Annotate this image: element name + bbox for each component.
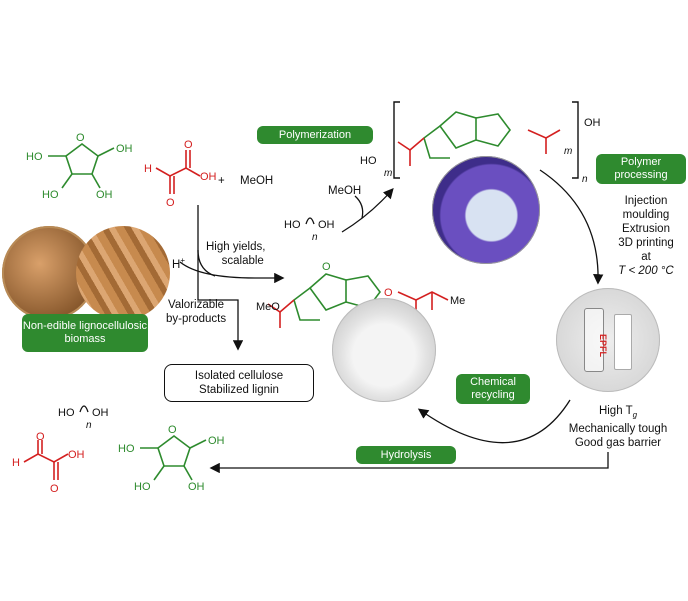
xylose-structure: O HO OH HO OH	[26, 132, 133, 200]
svg-text:m: m	[384, 168, 392, 179]
chemical-recycling-pill: Chemical recycling	[456, 374, 530, 404]
glyoxylic-acid-product-structure: H O OH O	[12, 432, 85, 495]
valorizable-label: Valorizable by-products	[166, 299, 227, 325]
svg-text:n: n	[582, 174, 588, 185]
svg-text:OH: OH	[68, 449, 85, 461]
svg-text:OH: OH	[200, 171, 217, 183]
diol-product-structure: HO OH n	[58, 405, 109, 431]
svg-text:n: n	[86, 420, 92, 431]
xylose-product-structure: O HO OH HO OH	[118, 424, 225, 492]
svg-text:OH: OH	[208, 435, 225, 447]
svg-text:HO: HO	[118, 443, 135, 455]
svg-text:OH: OH	[92, 407, 109, 419]
svg-text:HO: HO	[360, 155, 377, 167]
svg-text:OH: OH	[96, 189, 113, 200]
svg-text:O: O	[166, 197, 175, 208]
svg-text:HO: HO	[134, 481, 151, 492]
svg-text:O: O	[50, 483, 59, 495]
polymerization-pill: Polymerization	[257, 126, 373, 144]
svg-text:HO: HO	[42, 189, 59, 200]
svg-text:m: m	[564, 146, 572, 157]
plus-sign: +	[218, 175, 225, 187]
byproducts-box: Isolated cellulose Stabilized lignin	[164, 364, 314, 402]
high-yields-label: High yields, scalable	[206, 241, 266, 267]
h-plus-label: H+	[172, 256, 185, 271]
biomass-photo	[2, 226, 170, 326]
svg-text:H: H	[12, 457, 20, 469]
svg-text:H: H	[144, 163, 152, 175]
svg-text:OH: OH	[584, 117, 601, 129]
polymer-structure: HO OH m m n	[360, 101, 601, 185]
processing-methods: Injection moulding Extrusion 3D printing…	[618, 195, 674, 277]
svg-text:O: O	[322, 261, 331, 273]
svg-text:HO: HO	[284, 219, 301, 231]
powder-photo	[332, 298, 436, 402]
vial-photo: EPFL	[556, 288, 660, 392]
svg-text:HO: HO	[26, 151, 43, 163]
svg-text:OH: OH	[116, 143, 133, 155]
polymer-film-photo	[432, 156, 540, 264]
meoh-reagent: MeOH	[240, 175, 274, 187]
svg-text:O: O	[384, 287, 393, 299]
svg-text:Me: Me	[450, 295, 465, 307]
svg-text:O: O	[76, 132, 85, 144]
svg-text:OH: OH	[318, 219, 335, 231]
svg-text:O: O	[36, 432, 45, 443]
non-edible-biomass-pill: Non-edible lignocellulosic biomass	[22, 314, 148, 352]
diol-structure: HO OH n	[284, 217, 335, 243]
epfl-label: EPFL	[598, 334, 608, 358]
svg-text:O: O	[168, 424, 177, 436]
svg-text:MeO: MeO	[256, 301, 280, 313]
hydrolysis-pill: Hydrolysis	[356, 446, 456, 464]
properties-label: High Tg Mechanically tough Good gas barr…	[568, 405, 668, 450]
polymer-processing-pill: Polymer processing	[596, 154, 686, 184]
svg-text:n: n	[312, 232, 318, 243]
svg-text:OH: OH	[188, 481, 205, 492]
glyoxylic-acid-structure: H O OH O	[144, 139, 217, 208]
svg-text:O: O	[184, 139, 193, 151]
svg-text:HO: HO	[58, 407, 75, 419]
meoh-release: MeOH	[328, 185, 362, 197]
